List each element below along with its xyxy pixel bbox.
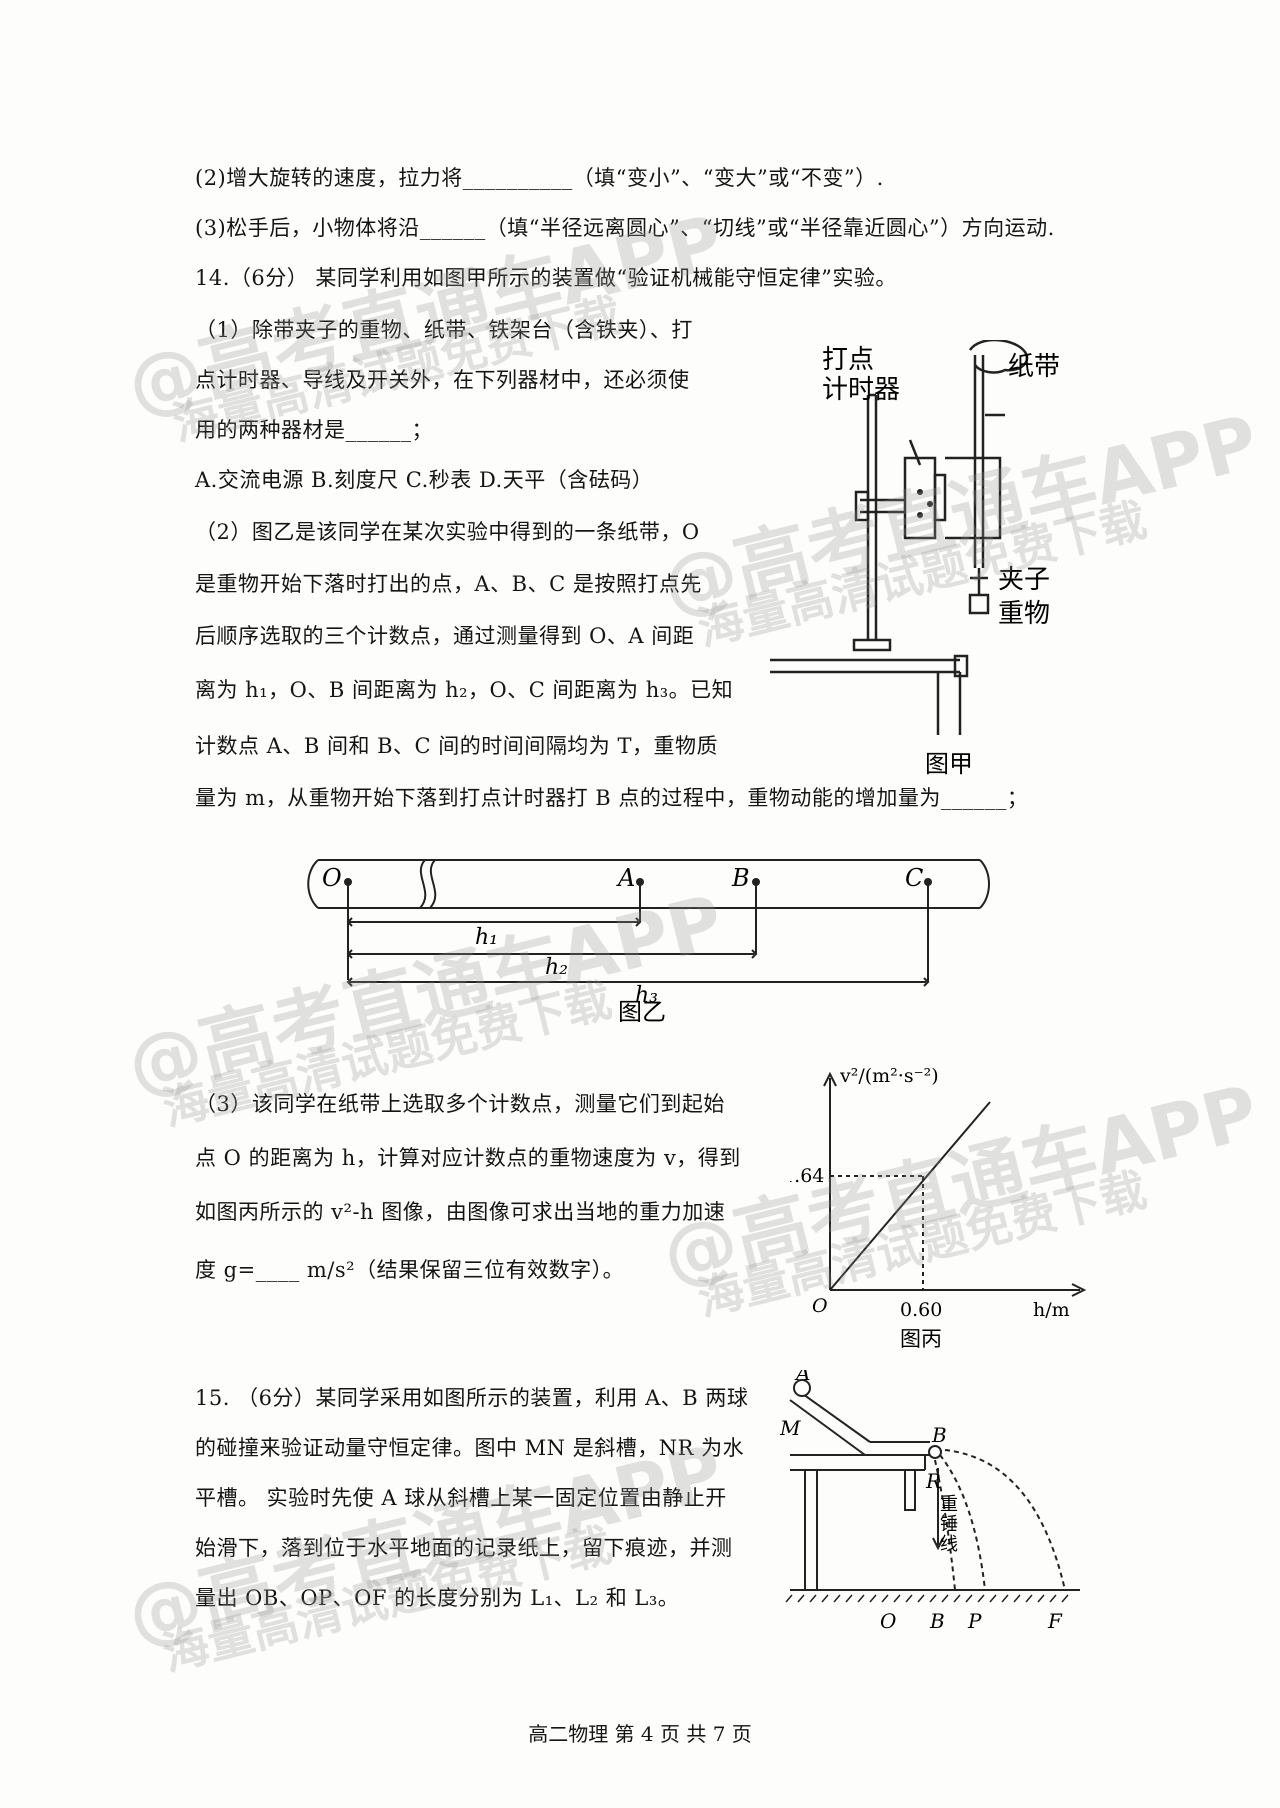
graph-xlabel: h/m: [1033, 1299, 1070, 1321]
tape-point-C: C: [905, 864, 923, 892]
q15-ground-P: P: [967, 1609, 982, 1633]
fig-jia-weight-label: 重物: [998, 599, 1050, 629]
q14-p1-line: 用的两种器材是______；: [195, 418, 433, 442]
q15-line: 的碰撞来验证动量守恒定律。图中 MN 是斜槽，NR 为水: [195, 1436, 745, 1460]
q15-ground-O: O: [880, 1609, 896, 1633]
q15-line: 始滑下，落到位于水平地面的记录纸上，留下痕迹，并测: [195, 1536, 733, 1560]
q15-line: 量出 OB、OP、OF 的长度分别为 L₁、L₂ 和 L₃。: [195, 1586, 680, 1610]
q14-p1-line: 点计时器、导线及开关外，在下列器材中，还必须使: [195, 368, 690, 392]
q15-label-M: M: [780, 1416, 801, 1440]
q14-options: A.交流电源 B.刻度尺 C.秒表 D.天平（含砝码）: [195, 468, 654, 492]
q15-plumb-label: 锤: [940, 1514, 958, 1535]
q15-label-A: A: [794, 1370, 810, 1385]
graph-ytick: 11.64: [790, 1165, 824, 1187]
fig-bing-caption: 图丙: [900, 1327, 942, 1350]
q15-plumb-label: 重: [940, 1494, 958, 1515]
graph-ylabel: v²/(m²·s⁻²): [839, 1065, 939, 1087]
q13-part3: (3)松手后，小物体将沿______（填“半径远离圆心”、“切线”或“半径靠近圆…: [195, 216, 1055, 240]
q14-header: 14.（6分） 某同学利用如图甲所示的装置做“验证机械能守恒定律”实验。: [195, 266, 897, 290]
fig-jia-tape-label: 纸带: [1008, 352, 1060, 382]
tape-label-h3: h₃: [635, 983, 658, 1008]
q14-p3-line: 如图丙所示的 v²-h 图像，由图像可求出当地的重力加速: [195, 1200, 726, 1224]
graph-xtick: 0.60: [900, 1299, 942, 1321]
q14-p2-line: 量为 m，从重物开始下落到打点计时器打 B 点的过程中，重物动能的增加量为___…: [195, 786, 1029, 810]
tape-label-h2: h₂: [545, 955, 568, 980]
graph-origin: O: [812, 1295, 828, 1317]
q15-plumb-label: 线: [940, 1534, 958, 1555]
q14-p2-line: 计数点 A、B 间和 B、C 间的时间间隔均为 T，重物质: [195, 734, 718, 758]
q15-ground-F: F: [1047, 1609, 1063, 1633]
figure-yi: O A B C h₁ h₂ h₃ 图乙: [307, 859, 990, 1022]
q15-ground-B: B: [929, 1609, 945, 1633]
q14-p2-line: 是重物开始下落时打出的点，A、B、C 是按照打点先: [195, 572, 702, 596]
fig-jia-timer-label: 计时器: [822, 375, 900, 405]
tape-point-B: B: [731, 864, 750, 892]
page-footer: 高二物理 第 4 页 共 7 页: [528, 1722, 752, 1746]
q14-p2-line: （2）图乙是该同学在某次实验中得到的一条纸带，O: [195, 520, 700, 544]
fig-jia-timer-label: 打点: [822, 345, 874, 375]
tape-point-O: O: [322, 864, 342, 892]
q15-label-R: R: [925, 1469, 941, 1493]
q15-line: 15. （6分）某同学采用如图所示的装置，利用 A、B 两球: [195, 1386, 749, 1410]
q14-p2-line: 离为 h₁，O、B 间距离为 h₂，O、C 间距离为 h₃。已知: [195, 678, 734, 702]
tape-label-h1: h₁: [475, 925, 498, 950]
figure-q15: A M B R 重 锤 线 O B P F: [780, 1370, 1080, 1633]
q13-part2: (2)增大旋转的速度，拉力将__________（填“变小”、“变大”或“不变”…: [195, 166, 884, 190]
fig-jia-clip-label: 夹子: [998, 565, 1050, 595]
q15-label-B: B: [931, 1423, 947, 1447]
q14-p2-line: 后顺序选取的三个计数点，通过测量得到 O、A 间距: [195, 624, 695, 648]
q15-line: 平槽。 实验时先使 A 球从斜槽上某一固定位置由静止开: [195, 1486, 727, 1510]
fig-jia-caption: 图甲: [925, 750, 973, 778]
figure-jia: 打点 计时器 纸带 夹子 重物 图甲: [770, 340, 1060, 778]
q14-p3-line: 度 g=____ m/s²（结果保留三位有效数字）。: [195, 1258, 625, 1282]
tape-point-A: A: [616, 864, 635, 892]
q14-p1-line: （1）除带夹子的重物、纸带、铁架台（含铁夹）、打: [195, 318, 693, 342]
q14-p3-line: （3）该同学在纸带上选取多个计数点，测量它们到起始: [195, 1092, 725, 1116]
figure-bing: v²/(m²·s⁻²) 11.64 O 0.60 h/m 图丙: [790, 1065, 1087, 1350]
q14-p3-line: 点 O 的距离为 h，计算对应计数点的重物速度为 v，得到: [195, 1146, 741, 1170]
fig-yi-caption: 图乙: [618, 998, 666, 1022]
